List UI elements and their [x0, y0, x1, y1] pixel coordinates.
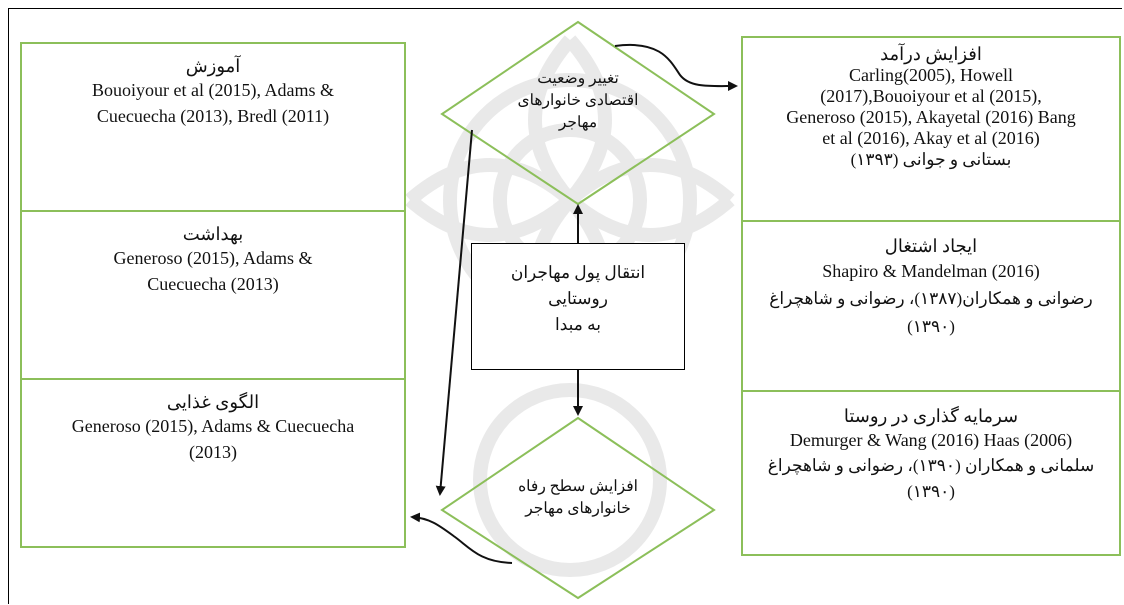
diamond-bottom-shape: [440, 416, 716, 600]
arrow-top-diamond-to-bottom-diamond: [435, 129, 473, 496]
box-income-refs-1: Carling(2005), Howell: [849, 65, 1013, 85]
box-income-refs-3: Generoso (2015), Akayetal (2016) Bang: [786, 107, 1076, 127]
box-investment-refs-1: Demurger & Wang (2016) Haas (2006): [789, 430, 1073, 450]
diamond-bottom-text: افزایش سطح رفاه خانوارهای مهاجر: [478, 476, 678, 520]
diamond-bottom-line-2: خانوارهای مهاجر: [525, 500, 631, 517]
box-income-refs-4: et al (2016), Akay et al (2016): [822, 128, 1040, 148]
box-health: بهداشت Generoso (2015), Adams & Cuecuech…: [20, 210, 406, 380]
box-investment-refs-2: سلمانی و همکاران (۱۳۹۰)، رضوانی و شاهچرا…: [767, 456, 1095, 475]
box-education-refs-2: Cuecuecha (2013), Bredl (2011): [96, 106, 330, 126]
box-health-refs-1: Generoso (2015), Adams &: [113, 248, 313, 268]
box-employment-title: ایجاد اشتغال: [884, 236, 978, 256]
center-line-2: روستایی: [548, 289, 608, 308]
box-investment-title: سرمایه گذاری در روستا: [843, 406, 1019, 426]
diamond-top-text: تغییر وضعیت اقتصادی خانوارهای مهاجر: [478, 68, 678, 134]
box-employment-refs-1: Shapiro & Mandelman (2016): [822, 261, 1040, 281]
box-employment: ایجاد اشتغال Shapiro & Mandelman (2016) …: [741, 220, 1121, 392]
diamond-bottom-line-1: افزایش سطح رفاه: [518, 478, 638, 495]
center-box-remittance: انتقال پول مهاجران روستایی به مبدا: [471, 243, 685, 370]
box-rural-investment: سرمایه گذاری در روستا Demurger & Wang (2…: [741, 390, 1121, 556]
diamond-top-line-1: تغییر وضعیت: [537, 70, 619, 87]
box-food-pattern-refs-1: Generoso (2015), Adams & Cuecuecha: [71, 416, 355, 436]
center-line-3: به مبدا: [555, 315, 601, 334]
box-food-pattern-refs-2: (2013): [189, 442, 237, 462]
box-food-pattern-title: الگوی غذایی: [166, 392, 260, 412]
arrow-top-diamond-to-income: [614, 43, 738, 92]
box-education: آموزش Bouoiyour et al (2015), Adams & Cu…: [20, 42, 406, 212]
box-income-title: افزایش درآمد: [880, 44, 982, 64]
box-health-refs-2: Cuecuecha (2013): [147, 274, 279, 294]
diamond-top-line-3: مهاجر: [558, 114, 598, 131]
box-employment-refs-3: (۱۳۹۰): [907, 317, 955, 336]
box-income-refs-5: بستانی و جوانی (۱۳۹۳): [850, 150, 1012, 169]
arrow-bottom-diamond-to-food: [410, 512, 513, 564]
box-employment-refs-2: رضوانی و همکاران(۱۳۸۷)، رضوانی و شاهچراغ: [769, 289, 1093, 308]
box-food-pattern: الگوی غذایی Generoso (2015), Adams & Cue…: [20, 378, 406, 548]
box-education-refs-1: Bouoiyour et al (2015), Adams &: [92, 80, 334, 100]
box-income-increase: افزایش درآمد Carling(2005), Howell (2017…: [741, 36, 1121, 222]
diamond-top-line-2: اقتصادی خانوارهای: [517, 92, 639, 109]
figure-frame: [8, 8, 1122, 604]
box-income-refs-2: (2017),Bouoiyour et al (2015),: [820, 86, 1042, 106]
box-education-title: آموزش: [185, 56, 241, 76]
box-investment-refs-3: (۱۳۹۰): [907, 482, 955, 501]
box-health-title: بهداشت: [182, 224, 244, 244]
center-line-1: انتقال پول مهاجران: [510, 263, 646, 282]
